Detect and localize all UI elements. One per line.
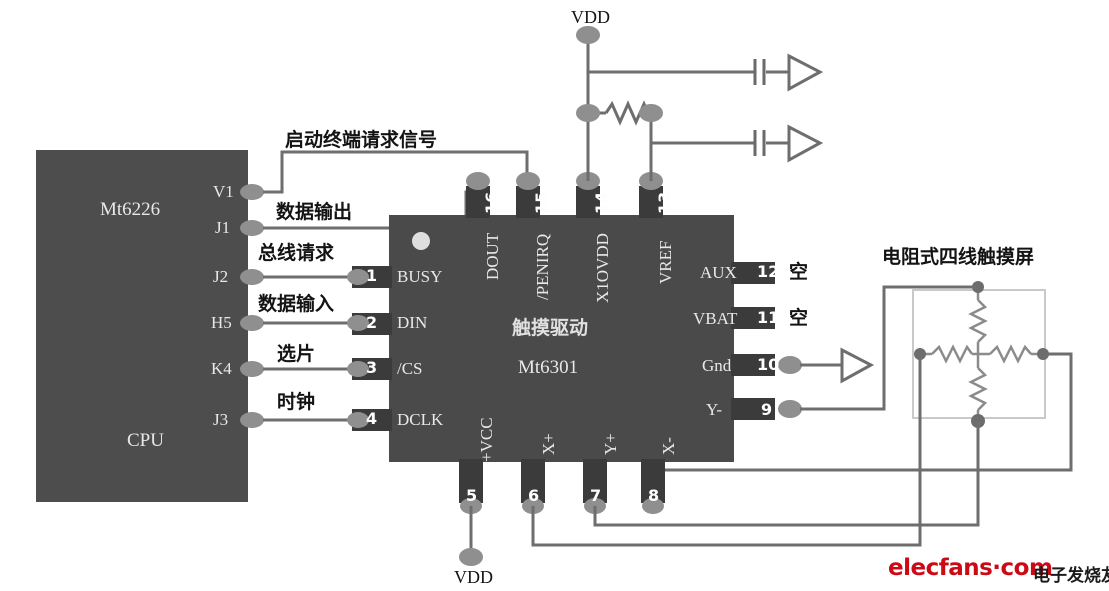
pin-note-aux: 空	[789, 261, 809, 283]
driver-pin-right-pads	[778, 356, 802, 418]
vdd-top-network	[586, 38, 790, 181]
pin-name-gnd: Gnd	[702, 356, 732, 375]
signal-label-din: 数据输入	[258, 293, 335, 315]
pin-name-xminus: X-	[659, 437, 678, 455]
pin-name-yminus: Y-	[706, 400, 723, 419]
touchscreen-resistor-network	[920, 287, 1043, 420]
pin-number-1: 1	[366, 266, 378, 285]
pin-number-14: 14	[592, 191, 611, 214]
cpu-pin-j1: J1	[215, 218, 231, 237]
signal-label-dclk: 时钟	[277, 391, 316, 413]
cpu-pin-pads	[240, 184, 264, 428]
cpu-pin-k4: K4	[211, 359, 232, 378]
driver-pins-left	[352, 266, 392, 431]
ground-arrow-3	[840, 347, 875, 384]
pin-name-vbat: VBAT	[693, 309, 738, 328]
pin-name-penirq: /PENIRQ	[533, 233, 552, 300]
pin-number-9: 9	[761, 400, 773, 419]
watermark-site: elecfans·com	[888, 555, 1053, 581]
signal-label-dout: 数据输出	[276, 201, 353, 223]
pin-number-3: 3	[366, 358, 378, 377]
touchscreen-label: 电阻式四线触摸屏	[882, 246, 1035, 268]
pin-number-11: 11	[757, 308, 780, 327]
pin-name-x1ovdd: X1OVDD	[593, 233, 612, 303]
driver-function-label: 触摸驱动	[512, 317, 589, 339]
pin-name-cs: /CS	[397, 359, 423, 378]
cpu-pin-v1: V1	[213, 182, 234, 201]
pin-name-vref: VREF	[656, 240, 675, 284]
ground-arrow-2	[787, 124, 824, 163]
cpu-block-body	[36, 150, 248, 502]
pin-number-4: 4	[366, 409, 378, 428]
decoupling-capacitor-2	[753, 128, 766, 158]
pin-number-15: 15	[532, 191, 551, 214]
driver-pin-left-pads	[347, 269, 369, 428]
driver-part-number: Mt6301	[518, 357, 579, 378]
touchscreen-routing-wires	[531, 285, 1073, 547]
cpu-pin-j2: J2	[213, 267, 229, 286]
pin-name-busy: BUSY	[397, 267, 443, 286]
signal-label-penirq: 启动终端请求信号	[285, 129, 438, 151]
pin-name-yplus: Y+	[601, 433, 620, 455]
ground-arrow-1	[787, 53, 824, 92]
pin-number-8: 8	[648, 486, 660, 505]
pin-number-10: 10	[757, 355, 780, 374]
pin-number-16: 16	[482, 191, 501, 214]
pin-number-2: 2	[366, 313, 378, 332]
driver-chip-body	[389, 215, 734, 462]
cpu-pin-j3: J3	[213, 410, 229, 429]
decoupling-capacitor-1	[753, 57, 766, 87]
vdd-bottom-label: VDD	[454, 567, 493, 587]
pin-name-aux: AUX	[700, 263, 737, 282]
pin-name-din: DIN	[397, 313, 428, 332]
cpu-part-number: Mt6226	[100, 199, 161, 220]
pin-number-12: 12	[757, 262, 780, 281]
watermark-cn: 电子发烧友	[1033, 566, 1109, 586]
cpu-pin-h5: H5	[211, 313, 232, 332]
cpu-sub-label: CPU	[127, 430, 164, 451]
vdd-top-label: VDD	[571, 7, 610, 27]
driver-pins-bottom	[459, 459, 665, 503]
chip-orientation-dot	[412, 232, 430, 250]
driver-pin-bottom-pads	[460, 498, 664, 514]
vdd-bottom-node	[459, 548, 483, 566]
signal-label-busy: 总线请求	[258, 242, 335, 264]
pin-name-vcc: +VCC	[477, 417, 496, 462]
driver-pins-top	[466, 186, 663, 218]
signal-label-cs: 选片	[277, 343, 316, 365]
pin-number-7: 7	[590, 486, 602, 505]
driver-pin-top-pads	[466, 172, 663, 190]
pin-name-xplus: X+	[539, 433, 558, 455]
pin-note-vbat: 空	[789, 307, 809, 329]
pin-number-13: 13	[655, 191, 674, 214]
vdd-top-nodes	[576, 26, 663, 122]
pin-name-dclk: DCLK	[397, 410, 444, 429]
driver-pins-right	[731, 262, 775, 420]
pin-name-dout: DOUT	[483, 232, 502, 280]
pin-number-5: 5	[466, 486, 478, 505]
pin-number-6: 6	[528, 486, 540, 505]
